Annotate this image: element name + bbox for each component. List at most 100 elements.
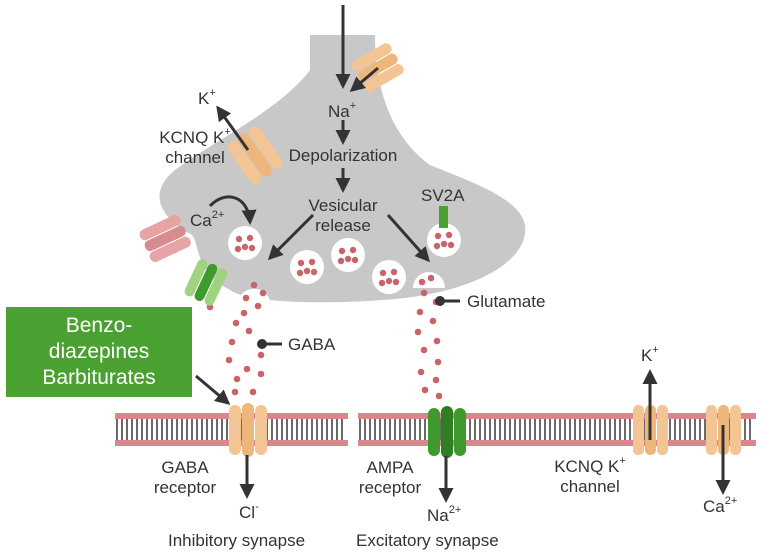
vesicle-dot: [390, 268, 398, 276]
vesicle-dot: [246, 234, 254, 242]
vesicle: [228, 226, 262, 260]
vesicle-dot: [385, 277, 393, 285]
neurotransmitter-dot: [418, 278, 426, 286]
drug-line-barbiturates: Barbiturates: [42, 366, 156, 389]
neurotransmitter-dot: [434, 358, 442, 366]
gaba-pointer-dot: [257, 339, 267, 349]
vesicle-dot: [234, 245, 242, 253]
vesicle: [427, 223, 461, 257]
neurotransmitter-dot: [259, 289, 267, 297]
neurotransmitter-dot: [232, 319, 240, 327]
kcnq-channel-presynaptic: [227, 125, 283, 185]
synaptic-vesicles: [228, 223, 461, 300]
gaba-receptor-channel: [229, 403, 267, 457]
sodium-channel-presynaptic: [351, 43, 404, 92]
na-influx-arrow: [349, 66, 379, 92]
vesicle-dot: [378, 279, 386, 287]
vesicle-dot: [447, 241, 455, 249]
kcnq-channel-label-postsynaptic: KCNQ K+ channel: [554, 455, 626, 496]
drug-class-box: Benzo- diazepines Barbiturates: [6, 307, 192, 397]
na-ion-label-presynaptic: Na+: [328, 100, 357, 121]
depolarization-label: Depolarization: [288, 146, 398, 165]
vesicle-dot: [337, 257, 345, 265]
vesicle-dot: [433, 242, 441, 250]
vesicle-dot: [445, 231, 453, 239]
drug-arrow: [195, 374, 231, 405]
neurotransmitter-dot: [225, 356, 233, 364]
vesicular-release-label: Vesicular release: [308, 196, 378, 235]
neurotransmitter-dot: [427, 274, 435, 282]
na-ion-label-postsynaptic: Na2+: [427, 504, 462, 525]
vesicle-dot: [344, 255, 352, 263]
vesicle-dot: [248, 244, 256, 252]
calcium-channel-presynaptic: [139, 214, 191, 262]
neurotransmitter-dot: [228, 338, 236, 346]
green-channel-presynaptic: [184, 259, 228, 306]
k-efflux-arrow-presynaptic: [216, 105, 250, 151]
glutamate-label: Glutamate: [467, 292, 546, 311]
ca-curve-arrow: [208, 195, 257, 225]
neurotransmitter-dot: [240, 309, 248, 317]
ampa-receptor-label: AMPA receptor: [358, 458, 422, 497]
k-ion-label-postsynaptic: K+: [641, 344, 659, 365]
neurotransmitter-dot: [417, 368, 425, 376]
release-right-arrow: [386, 214, 430, 263]
vesicle-dot: [349, 246, 357, 254]
vesicle-dot: [392, 278, 400, 286]
drug-line-benzo: Benzo-: [65, 314, 133, 337]
vesicle-dot: [303, 267, 311, 275]
excitatory-membrane: [358, 413, 756, 446]
vesicle-dot: [434, 232, 442, 240]
vesicle-dot: [241, 243, 249, 251]
neurotransmitter-dot: [254, 302, 262, 310]
vesicle-dot: [351, 256, 359, 264]
kcnq-channel-postsynaptic: [633, 405, 668, 455]
ca-ion-label-postsynaptic: Ca2+: [703, 495, 738, 516]
neurotransmitter-dot: [257, 370, 265, 378]
vesicle-dot: [296, 269, 304, 277]
gaba-receptor-label: GABA receptor: [153, 458, 217, 497]
sv2a-label: SV2A: [421, 186, 465, 205]
neurotransmitter-dot: [250, 281, 258, 289]
neurotransmitter-dot: [435, 392, 443, 400]
vesicle: [372, 260, 406, 294]
vesicle-dot: [379, 269, 387, 277]
drug-line-diazepines: diazepines: [48, 340, 150, 363]
kcnq-channel-label-presynaptic: KCNQ K+ channel: [159, 126, 231, 167]
neurotransmitter-dot: [420, 289, 428, 297]
neurotransmitter-dot: [416, 308, 424, 316]
neurotransmitter-dot: [243, 365, 251, 373]
sv2a-protein: [439, 206, 448, 228]
vesicle-dot: [297, 259, 305, 267]
excitatory-synapse-label: Excitatory synapse: [356, 531, 499, 550]
neurotransmitter-dot: [420, 346, 428, 354]
neurotransmitter-dot: [429, 317, 437, 325]
neurotransmitter-dot: [257, 351, 265, 359]
vesicle-dot: [235, 235, 243, 243]
neurotransmitter-dot: [414, 328, 422, 336]
release-left-arrow: [267, 213, 315, 261]
neurotransmitter-dot: [432, 376, 440, 384]
ca-ion-label-presynaptic: Ca2+: [190, 209, 225, 230]
neurotransmitter-dot: [233, 375, 241, 383]
glutamate-pointer-dot: [435, 296, 445, 306]
gaba-label: GABA: [288, 335, 336, 354]
cl-ion-label: Cl-: [239, 501, 259, 522]
vesicle-dot: [440, 240, 448, 248]
neurotransmitter-dot: [242, 294, 250, 302]
vesicle: [331, 238, 365, 272]
neurotransmitter-dot: [421, 386, 429, 394]
neurotransmitter-dot: [245, 327, 253, 335]
ampa-receptor-channel: [428, 406, 466, 458]
vesicle-dot: [310, 268, 318, 276]
inhibitory-synapse-label: Inhibitory synapse: [168, 531, 306, 550]
k-ion-label-presynaptic: K+: [198, 87, 216, 108]
vesicle: [290, 250, 324, 284]
vesicle-dot: [308, 258, 316, 266]
neurotransmitter-dot: [249, 388, 257, 396]
vesicle-dot: [338, 247, 346, 255]
neurotransmitter-dot: [433, 337, 441, 345]
neurotransmitter-dot: [231, 388, 239, 396]
